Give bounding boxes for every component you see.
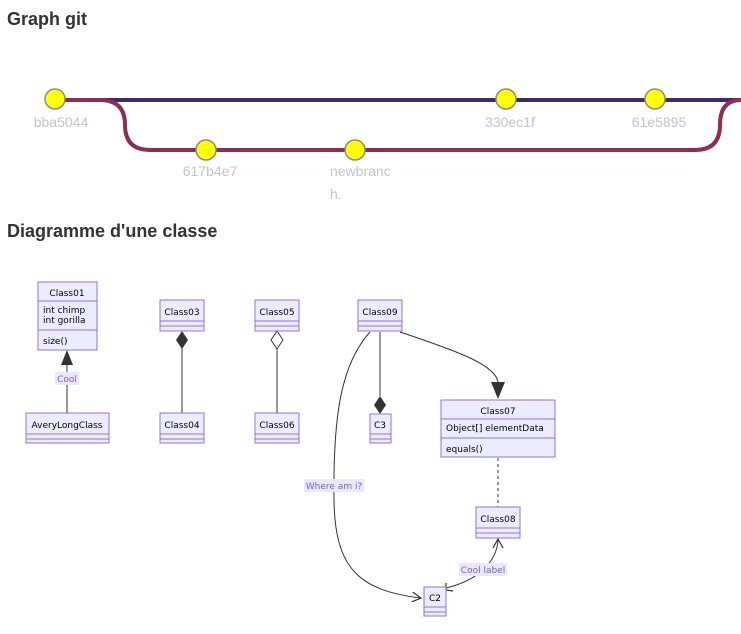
class-name: Class04: [164, 421, 199, 431]
class-class03[interactable]: Class03: [159, 299, 205, 332]
commit-node[interactable]: [44, 88, 66, 110]
git-graph: bba5044 617b4e7 newbranc h. 330ec1f 61e5…: [34, 88, 741, 202]
edge-label-where: Where am i?: [306, 482, 363, 492]
open-arrow-icon: [492, 537, 504, 549]
edge-label-bg: [304, 479, 364, 492]
class-name: AveryLongClass: [32, 421, 103, 431]
class-diagram-title: Diagramme d'une classe: [7, 221, 218, 241]
class-class09[interactable]: Class09: [357, 299, 403, 332]
class-class07[interactable]: Class07 Object[] elementData equals(): [440, 399, 556, 458]
class-name: Class05: [259, 308, 294, 318]
edge-label-bg: [459, 563, 507, 576]
association-arrow-icon: [491, 382, 505, 399]
inheritance-arrow-icon: [61, 350, 73, 365]
class-edges: Cool Where am i? Cool label: [55, 330, 507, 598]
class-name: Class09: [362, 308, 397, 318]
edge-label-bg: [55, 372, 79, 385]
class-attribute: int chimp: [43, 306, 86, 316]
class-c2[interactable]: C2: [423, 586, 447, 617]
class-class06[interactable]: Class06: [254, 412, 300, 444]
commit-label: 617b4e7: [183, 163, 238, 179]
class-class04[interactable]: Class04: [159, 412, 205, 444]
class-class08[interactable]: Class08: [475, 506, 521, 539]
class-attribute: Object[] elementData: [446, 424, 544, 434]
class-c3[interactable]: C3: [369, 413, 392, 444]
edge-label-cool: Cool: [57, 375, 77, 385]
class-name: Class06: [259, 421, 294, 431]
class-name: C3: [374, 421, 386, 431]
class-method: equals(): [446, 445, 483, 455]
class-name: Class03: [164, 308, 199, 318]
class-attribute: int gorilla: [43, 316, 86, 326]
class-averylongclass[interactable]: AveryLongClass: [25, 412, 110, 444]
class-method: size(): [43, 337, 67, 347]
class-class05[interactable]: Class05: [254, 299, 300, 332]
class-class01[interactable]: Class01 int chimp int gorilla size(): [37, 281, 98, 351]
commit-node[interactable]: [644, 88, 666, 110]
commit-label: bba5044: [34, 114, 89, 130]
class-name: Class08: [480, 515, 515, 525]
commit-node[interactable]: [495, 88, 517, 110]
class-name: C2: [429, 594, 441, 604]
commit-label: 330ec1f: [485, 114, 535, 130]
class-name: Class07: [480, 407, 515, 417]
feature-branch-line: [55, 98, 741, 152]
commit-node[interactable]: [344, 139, 366, 161]
class-name: Class01: [49, 289, 84, 299]
composition-diamond-icon: [176, 331, 188, 349]
association-edge: [399, 331, 499, 383]
commit-node[interactable]: [195, 139, 217, 161]
commit-label: newbranc: [330, 163, 391, 179]
aggregation-diamond-icon: [270, 330, 284, 350]
commit-label: 61e5895: [632, 114, 687, 130]
composition-diamond-icon: [374, 396, 386, 414]
association-edge: [333, 331, 420, 598]
git-graph-title: Graph git: [7, 9, 87, 29]
edge-label-cool-label: Cool label: [461, 566, 505, 576]
commit-label: h.: [330, 186, 342, 202]
